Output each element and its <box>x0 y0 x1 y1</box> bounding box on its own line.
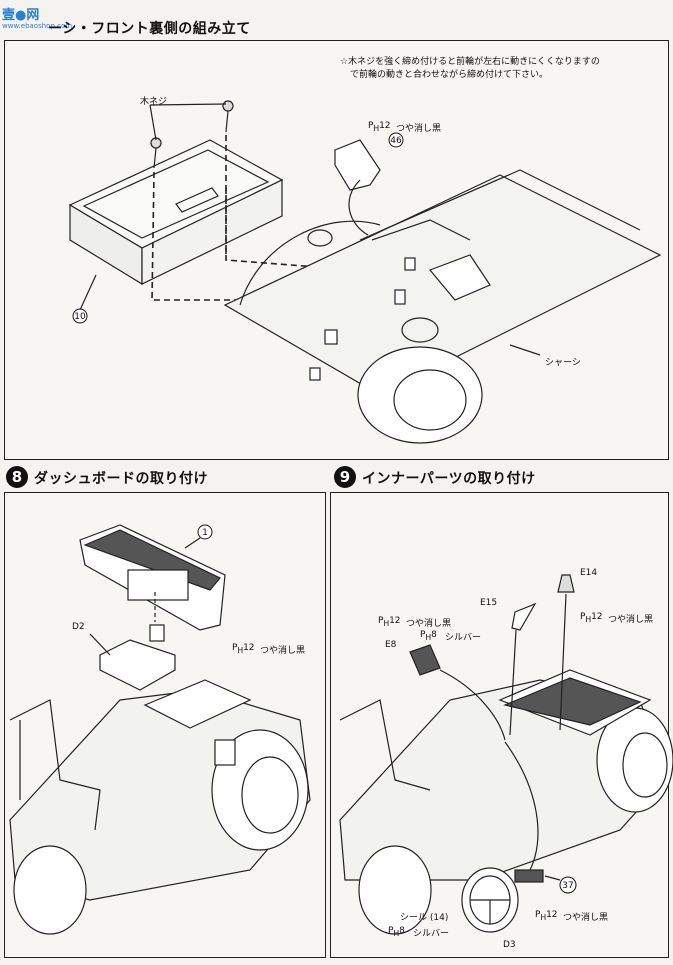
paint-code-number: 8 <box>399 926 405 936</box>
part-e15-label: E15 <box>480 598 498 608</box>
part1-number: 1 <box>202 528 208 538</box>
part10-number: 10 <box>74 312 86 322</box>
paint-code-9a: PH12 <box>580 612 603 624</box>
part-d2 <box>99 624 176 691</box>
paint-code-8: PH12 <box>232 643 255 655</box>
section9-title: インナーパーツの取り付け <box>362 471 536 487</box>
paint-code-9e: PH8 <box>388 926 405 938</box>
paint-code-7: PH12 <box>368 121 391 133</box>
paint-code-number: 12 <box>546 910 558 920</box>
part37-number: 37 <box>562 881 573 891</box>
assembly-note-line2: で前輪の動きと合わせながら締め付けて下さい。 <box>350 70 549 80</box>
dashboard-part1 <box>79 524 226 631</box>
part-e8 <box>409 644 441 676</box>
paint-label-9a: つや消し黒 <box>608 615 654 625</box>
assembly-note-line1: ☆木ネジを強く締め付けると前輪が左右に動きにくくなりますの <box>340 57 600 67</box>
paint-label-9b: つや消し黒 <box>406 619 452 629</box>
section9-chassis <box>339 669 673 935</box>
paint-label-9c: シルバー <box>445 633 482 643</box>
paint-code-9b: PH12 <box>378 616 401 628</box>
seal-label: シール (14) <box>400 913 449 923</box>
part-e15 <box>511 602 537 631</box>
part-d2-label: D2 <box>72 622 85 632</box>
watermark-url: www.ebaoshop.com <box>2 22 73 30</box>
part46-number: 46 <box>390 136 402 146</box>
part46-bracket <box>334 139 381 236</box>
paint-code-number: 12 <box>389 616 401 626</box>
paint-code-9c: PH8 <box>420 630 437 642</box>
part10-box <box>68 139 284 286</box>
paint-code-number: 12 <box>243 643 255 653</box>
screw-label: 木ネジ <box>140 97 168 107</box>
section7-title: ーシ・フロント裏側の組み立て <box>48 21 251 37</box>
section8-title: ダッシュボードの取り付け <box>34 471 208 487</box>
chassis-label: シャーシ <box>545 358 581 368</box>
part-37 <box>514 869 544 883</box>
section8-chassis <box>9 679 311 935</box>
paint-code-number: 12 <box>379 121 391 131</box>
step9-badge: 9 <box>334 466 356 488</box>
paint-label-9d: つや消し黒 <box>563 913 609 923</box>
seal-text: シール <box>400 913 428 923</box>
part-d3-label: D3 <box>503 940 516 950</box>
seal-number: 14 <box>433 913 445 923</box>
part-e14-label: E14 <box>580 568 598 578</box>
steering-wheel-d3 <box>461 867 519 933</box>
paint-label-9e: シルバー <box>413 929 450 939</box>
paint-label-7: つや消し黒 <box>396 124 442 134</box>
paint-code-number: 8 <box>431 630 437 640</box>
part-e8-label: E8 <box>385 640 397 650</box>
paint-label-8: つや消し黒 <box>260 646 306 656</box>
watermark-logo: 壹●网 <box>2 8 40 23</box>
chassis-drawing <box>223 169 662 444</box>
part-e14 <box>557 574 575 593</box>
step8-badge: 8 <box>6 466 28 488</box>
paint-code-number: 12 <box>591 612 603 622</box>
paint-code-9d: PH12 <box>535 910 558 922</box>
